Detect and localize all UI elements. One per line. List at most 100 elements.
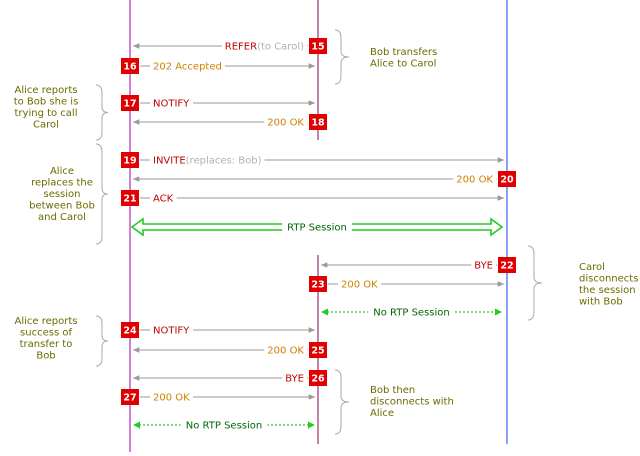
- step-number-badge: [309, 342, 327, 358]
- note-line: Bob then: [370, 385, 415, 396]
- session-label-background: [282, 221, 352, 235]
- label-background: [471, 259, 496, 273]
- message-label: NOTIFY: [153, 326, 190, 337]
- session-label-background: [368, 306, 455, 320]
- message-name: 200 OK: [456, 175, 493, 186]
- note-line: replaces the: [31, 178, 93, 189]
- note-brace: [334, 369, 350, 435]
- label-background: [338, 278, 382, 292]
- note-line: Alice: [50, 166, 74, 177]
- step-number: 20: [500, 175, 514, 186]
- note-line: Alice reports: [15, 85, 78, 96]
- arrowhead-icon: [308, 421, 315, 429]
- message-name: INVITE: [153, 156, 186, 167]
- label-background: [282, 372, 307, 386]
- message-name: 200 OK: [341, 280, 378, 291]
- step-number-badge: [498, 171, 516, 187]
- step-number-badge: [121, 322, 139, 338]
- message-label: 200 OK: [267, 346, 304, 357]
- label-background: [150, 391, 194, 405]
- step-number-badge: [309, 276, 327, 292]
- message-label: 202 Accepted: [153, 62, 222, 73]
- arrowhead-icon: [495, 308, 502, 316]
- message-name: 200 OK: [267, 118, 304, 129]
- message-label: 200 OK: [341, 280, 378, 291]
- message-label: BYE: [474, 261, 493, 272]
- note-line: to Bob she is: [14, 97, 79, 108]
- label-background: [150, 154, 265, 168]
- label-background: [221, 40, 308, 54]
- note-line: disconnects with: [370, 397, 454, 408]
- message-name: NOTIFY: [153, 99, 190, 110]
- label-background: [150, 192, 177, 206]
- note-brace: [334, 29, 350, 85]
- note-brace: [95, 143, 109, 245]
- message-label: REFER(to Carol): [225, 42, 304, 53]
- step-number: 15: [311, 42, 324, 53]
- note-line: with Bob: [579, 297, 623, 308]
- label-background: [150, 97, 194, 111]
- session-label: No RTP Session: [373, 308, 449, 319]
- step-number-badge: [121, 389, 139, 405]
- step-number-badge: [121, 58, 139, 74]
- message-name: BYE: [285, 374, 304, 385]
- step-number: 27: [123, 393, 136, 404]
- step-number: 19: [123, 156, 136, 167]
- step-number: 23: [311, 280, 324, 291]
- label-background: [150, 324, 194, 338]
- session-label: No RTP Session: [186, 421, 262, 432]
- note-line: Carol: [579, 262, 605, 273]
- session-label-background: [180, 419, 268, 433]
- note-brace: [95, 84, 109, 141]
- message-name: ACK: [153, 194, 174, 205]
- message-name: 202 Accepted: [153, 62, 222, 73]
- note-line: and Carol: [38, 212, 86, 223]
- step-number: 16: [123, 62, 137, 73]
- note-line: trying to call: [15, 108, 78, 119]
- note-line: Bob transfers: [370, 47, 437, 58]
- message-name: 200 OK: [267, 346, 304, 357]
- message-label: ACK: [153, 194, 174, 205]
- message-label: NOTIFY: [153, 99, 190, 110]
- step-number-badge: [121, 95, 139, 111]
- message-param: (to Carol): [257, 42, 304, 53]
- label-background: [264, 344, 308, 358]
- step-number-badge: [309, 370, 327, 386]
- step-number-badge: [309, 38, 327, 54]
- note-brace: [527, 245, 543, 321]
- step-number: 18: [311, 118, 325, 129]
- step-number-badge: [121, 152, 139, 168]
- step-number: 17: [123, 99, 136, 110]
- note-line: between Bob: [29, 201, 95, 212]
- step-number: 22: [500, 261, 513, 272]
- note-line: success of: [20, 328, 72, 339]
- step-number: 26: [311, 374, 325, 385]
- message-label: INVITE(replaces: Bob): [153, 156, 262, 167]
- note-line: Bob: [36, 351, 55, 362]
- note-line: Alice: [370, 408, 394, 419]
- note-line: the session: [579, 285, 636, 296]
- message-name: 200 OK: [153, 393, 190, 404]
- label-background: [264, 116, 308, 130]
- message-label: 200 OK: [267, 118, 304, 129]
- note-line: session: [43, 189, 80, 200]
- label-background: [150, 60, 225, 74]
- message-label: 200 OK: [153, 393, 190, 404]
- step-number-badge: [309, 114, 327, 130]
- step-number-badge: [498, 257, 516, 273]
- arrowhead-icon: [321, 308, 328, 316]
- step-number: 21: [123, 194, 136, 205]
- message-name: REFER: [225, 42, 257, 53]
- step-number-badge: [121, 190, 139, 206]
- session-label: RTP Session: [287, 223, 347, 234]
- message-name: BYE: [474, 261, 493, 272]
- label-background: [453, 173, 497, 187]
- note-line: Alice reports: [15, 316, 78, 327]
